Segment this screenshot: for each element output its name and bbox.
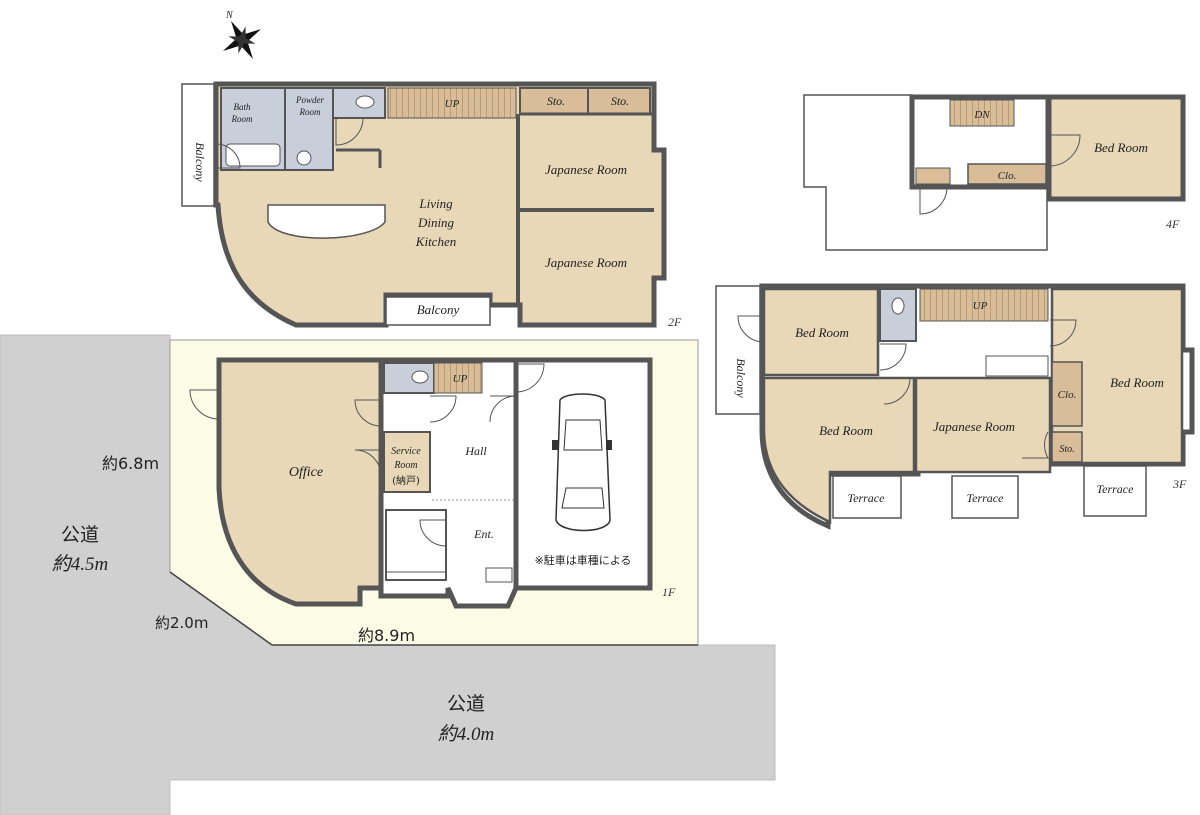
balcony-side-2f	[181, 83, 215, 207]
floor-label-4f: 4F	[1166, 217, 1180, 231]
bathtub-icon	[225, 143, 281, 167]
storage-b-2f	[587, 87, 651, 115]
toilet-icon-3f	[891, 297, 905, 315]
office-1f	[216, 357, 384, 607]
terrace-c-label-3f: Terrace	[1097, 482, 1135, 496]
stairs-2f	[387, 87, 517, 119]
service-room-label-3: (納戸)	[392, 474, 420, 487]
bed-room-a-3f	[762, 287, 880, 377]
closet-3f	[1051, 361, 1083, 427]
balcony-front-2f	[385, 296, 491, 326]
service-room-label-2: Room	[393, 460, 417, 471]
floor-label-1f: 1F	[662, 585, 676, 599]
balcony-3f	[715, 285, 761, 415]
bed-room-4f	[1046, 94, 1186, 202]
dimension-corner: 約2.0m	[155, 614, 208, 632]
road-left-label-2: 約4.5m	[52, 554, 108, 575]
floor-4f: DN Clo. Bed Room 4F	[803, 94, 1186, 251]
road-left-label-1: 公道	[61, 524, 99, 546]
terrace-a-3f	[832, 475, 902, 519]
japanese-room-a-label-2f: Japanese Room	[545, 162, 627, 177]
storage-label-a-2f: Sto.	[547, 94, 565, 108]
floor-2f: UP Sto. Sto. Bath Room Powder Room Balco…	[181, 81, 682, 329]
closet-4f	[967, 163, 1047, 185]
ldk-label-2: Dining	[417, 215, 455, 230]
japanese-room-3f	[914, 376, 1052, 474]
floor-3f: Balcony UP Clo. Sto. Bed Room Bed Room J…	[715, 283, 1195, 530]
car-icon	[552, 393, 612, 532]
ldk-label-3: Kitchen	[415, 234, 456, 249]
floor-label-2f: 2F	[668, 315, 682, 329]
kitchen-counter-icon	[267, 204, 386, 239]
terrace-a-label-3f: Terrace	[848, 491, 886, 505]
bath-label-1: Bath	[234, 102, 251, 112]
japanese-room-label-3f: Japanese Room	[933, 419, 1015, 434]
toilet-3f	[879, 288, 917, 342]
japanese-room-b-label-2f: Japanese Room	[545, 255, 627, 270]
closet-label-3f: Clo.	[1058, 389, 1077, 401]
washbasin-icon	[296, 150, 312, 166]
terrace-c-3f	[1083, 465, 1147, 517]
service-room-label-1: Service	[391, 446, 421, 457]
toilet-icon	[355, 95, 375, 109]
bed-room-b-3f	[762, 376, 916, 524]
ldk-label-1: Living	[418, 196, 453, 211]
floor-1f: UP Office Service Room (納戸) Hall Ent. ※駐…	[189, 357, 676, 609]
stairs-label-3f: UP	[973, 300, 988, 312]
terrace-b-label-3f: Terrace	[967, 491, 1005, 505]
bed-room-label-4f: Bed Room	[1094, 140, 1148, 155]
bed-room-c-label-3f: Bed Room	[1110, 375, 1164, 390]
powder-label-2: Room	[299, 107, 321, 117]
floor-label-3f: 3F	[1172, 477, 1187, 491]
closet-label-4f: Clo.	[998, 170, 1017, 182]
parking-note: ※駐車は車種による	[535, 553, 632, 567]
toilet-icon-1f	[411, 370, 429, 384]
dimension-front: 約8.9m	[358, 626, 415, 645]
entrance-label: Ent.	[473, 527, 494, 541]
balcony-front-label-2f: Balcony	[417, 302, 460, 317]
stairs-label-4f: DN	[973, 109, 990, 121]
compass-icon: N	[222, 10, 262, 60]
compass-label: N	[225, 10, 234, 21]
dimension-side: 約6.8m	[102, 454, 159, 473]
stairs-1f	[433, 362, 483, 394]
storage-label-3f: Sto.	[1059, 444, 1074, 455]
road-bottom-label-1: 公道	[447, 693, 485, 715]
office-label: Office	[289, 465, 323, 480]
service-room-1f	[383, 431, 431, 493]
stairs-label-1f: UP	[453, 373, 468, 385]
balcony-label-3f: Balcony	[734, 358, 748, 398]
balcony-side-label-2f: Balcony	[193, 142, 207, 182]
storage-3f	[1051, 431, 1083, 463]
stairs-label-2f: UP	[445, 98, 460, 110]
bed-room-b-label-3f: Bed Room	[819, 423, 873, 438]
terrace-b-3f	[951, 475, 1019, 519]
stairs-3f	[919, 288, 1049, 322]
bed-room-a-label-3f: Bed Room	[795, 325, 849, 340]
road-bottom-label-2: 約4.0m	[438, 724, 494, 745]
stairs-4f	[949, 99, 1015, 127]
site-labels: 約6.8m 約2.0m 約8.9m 公道 約4.5m 公道 約4.0m	[52, 454, 494, 745]
powder-label-1: Powder	[295, 95, 324, 105]
hall-label: Hall	[464, 444, 487, 458]
bath-label-2: Room	[231, 114, 253, 124]
storage-label-b-2f: Sto.	[611, 94, 629, 108]
